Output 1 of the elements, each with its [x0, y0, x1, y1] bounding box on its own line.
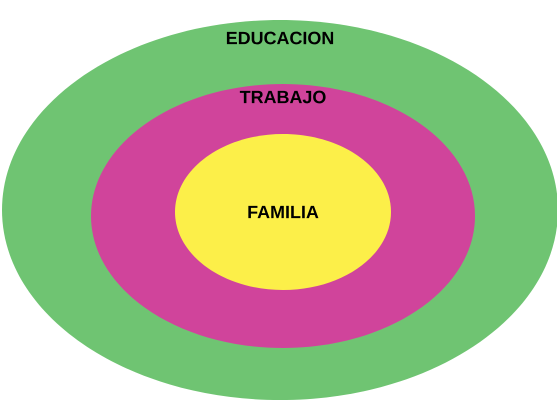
ellipse-band: FAMILIA	[175, 134, 391, 290]
